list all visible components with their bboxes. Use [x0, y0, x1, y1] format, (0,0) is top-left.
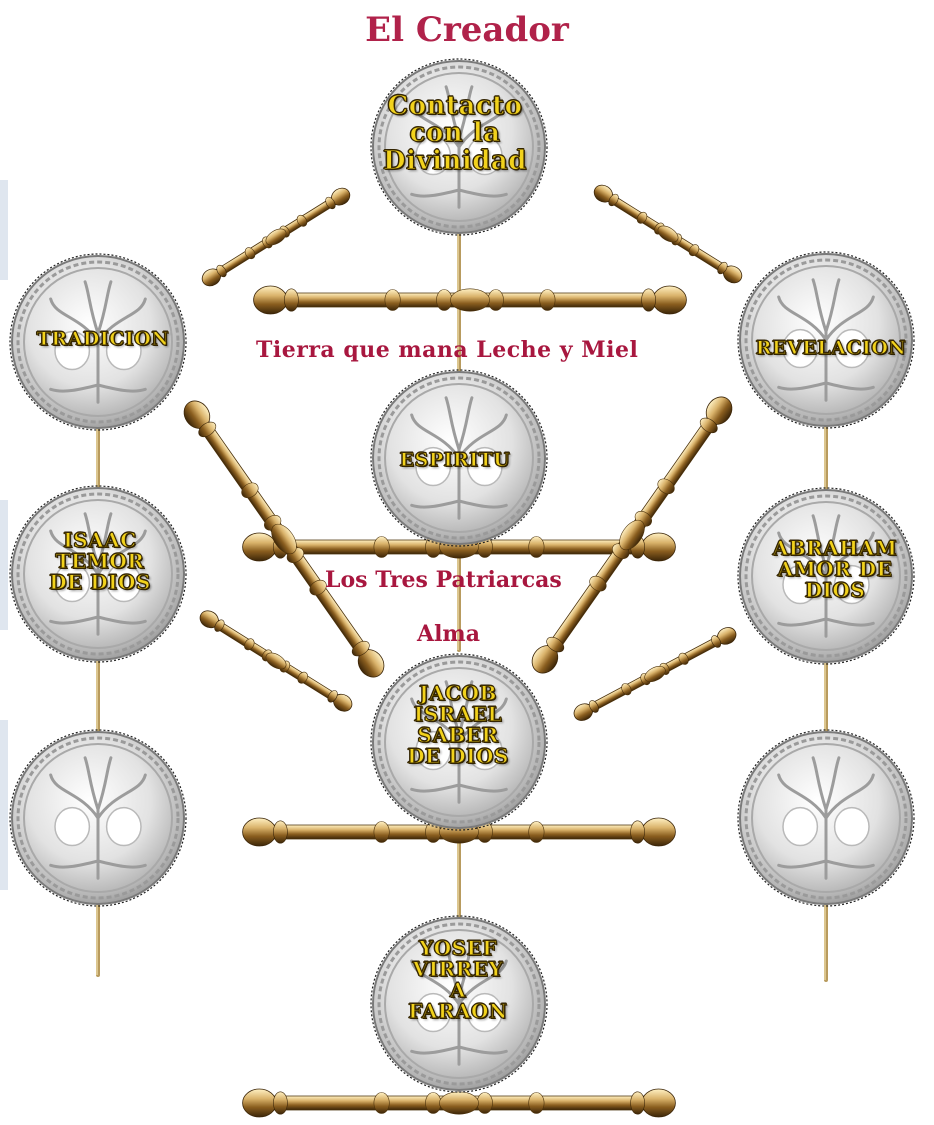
- golden-rod-icon: [571, 624, 739, 723]
- node-yosef-line: FARAON: [368, 1001, 548, 1022]
- golden-rod-icon: [199, 185, 353, 290]
- edge-shade: [0, 720, 8, 890]
- label-patriarcas: Los Tres Patriarcas: [325, 567, 562, 593]
- node-contacto: Contacto con la Divinidad: [365, 93, 545, 175]
- golden-rod-icon: [197, 607, 355, 714]
- golden-rod-icon: [179, 396, 389, 682]
- edge-shade: [0, 500, 8, 630]
- node-jacob-line: ISRAEL: [368, 704, 548, 725]
- node-abraham-line: DIOS: [745, 580, 925, 601]
- diagram-title: El Creador: [0, 10, 934, 50]
- node-abraham-line: ABRAHAM: [745, 538, 925, 559]
- node-abraham: ABRAHAM AMOR DE DIOS: [745, 538, 925, 601]
- node-abraham-line: AMOR DE: [745, 559, 925, 580]
- tree-of-life-medallion-icon: [738, 730, 914, 906]
- node-contacto-line: Contacto: [365, 93, 545, 120]
- label-tierra: Tierra que mana Leche y Miel: [256, 337, 638, 363]
- label-alma: Alma: [417, 621, 480, 647]
- node-espiritu: ESPIRITU: [365, 451, 545, 471]
- node-isaac: ISAAC TEMOR DE DIOS: [10, 530, 190, 593]
- edge-shade: [0, 180, 8, 280]
- node-yosef-line: YOSEF: [368, 938, 548, 959]
- node-revelacion: REVELACION: [728, 339, 934, 359]
- node-isaac-line: TEMOR: [10, 551, 190, 572]
- node-jacob: JACOB ISRAEL SABER DE DIOS: [368, 683, 548, 767]
- node-yosef: YOSEF VIRREY A FARAON: [368, 938, 548, 1022]
- node-yosef-line: A: [368, 980, 548, 1001]
- golden-rod-icon: [591, 182, 745, 287]
- node-contacto-line: con la: [365, 120, 545, 147]
- node-jacob-line: SABER: [368, 725, 548, 746]
- golden-rod-icon: [254, 286, 687, 314]
- golden-rod-icon: [527, 392, 737, 678]
- node-isaac-line: ISAAC: [10, 530, 190, 551]
- node-tradicion: TRADICION: [8, 330, 198, 350]
- tree-of-life-medallion-icon: [10, 730, 186, 906]
- golden-rod-icon: [243, 1089, 676, 1117]
- node-contacto-line: Divinidad: [365, 148, 545, 175]
- node-jacob-line: JACOB: [368, 683, 548, 704]
- node-isaac-line: DE DIOS: [10, 572, 190, 593]
- node-jacob-line: DE DIOS: [368, 746, 548, 767]
- node-yosef-line: VIRREY: [368, 959, 548, 980]
